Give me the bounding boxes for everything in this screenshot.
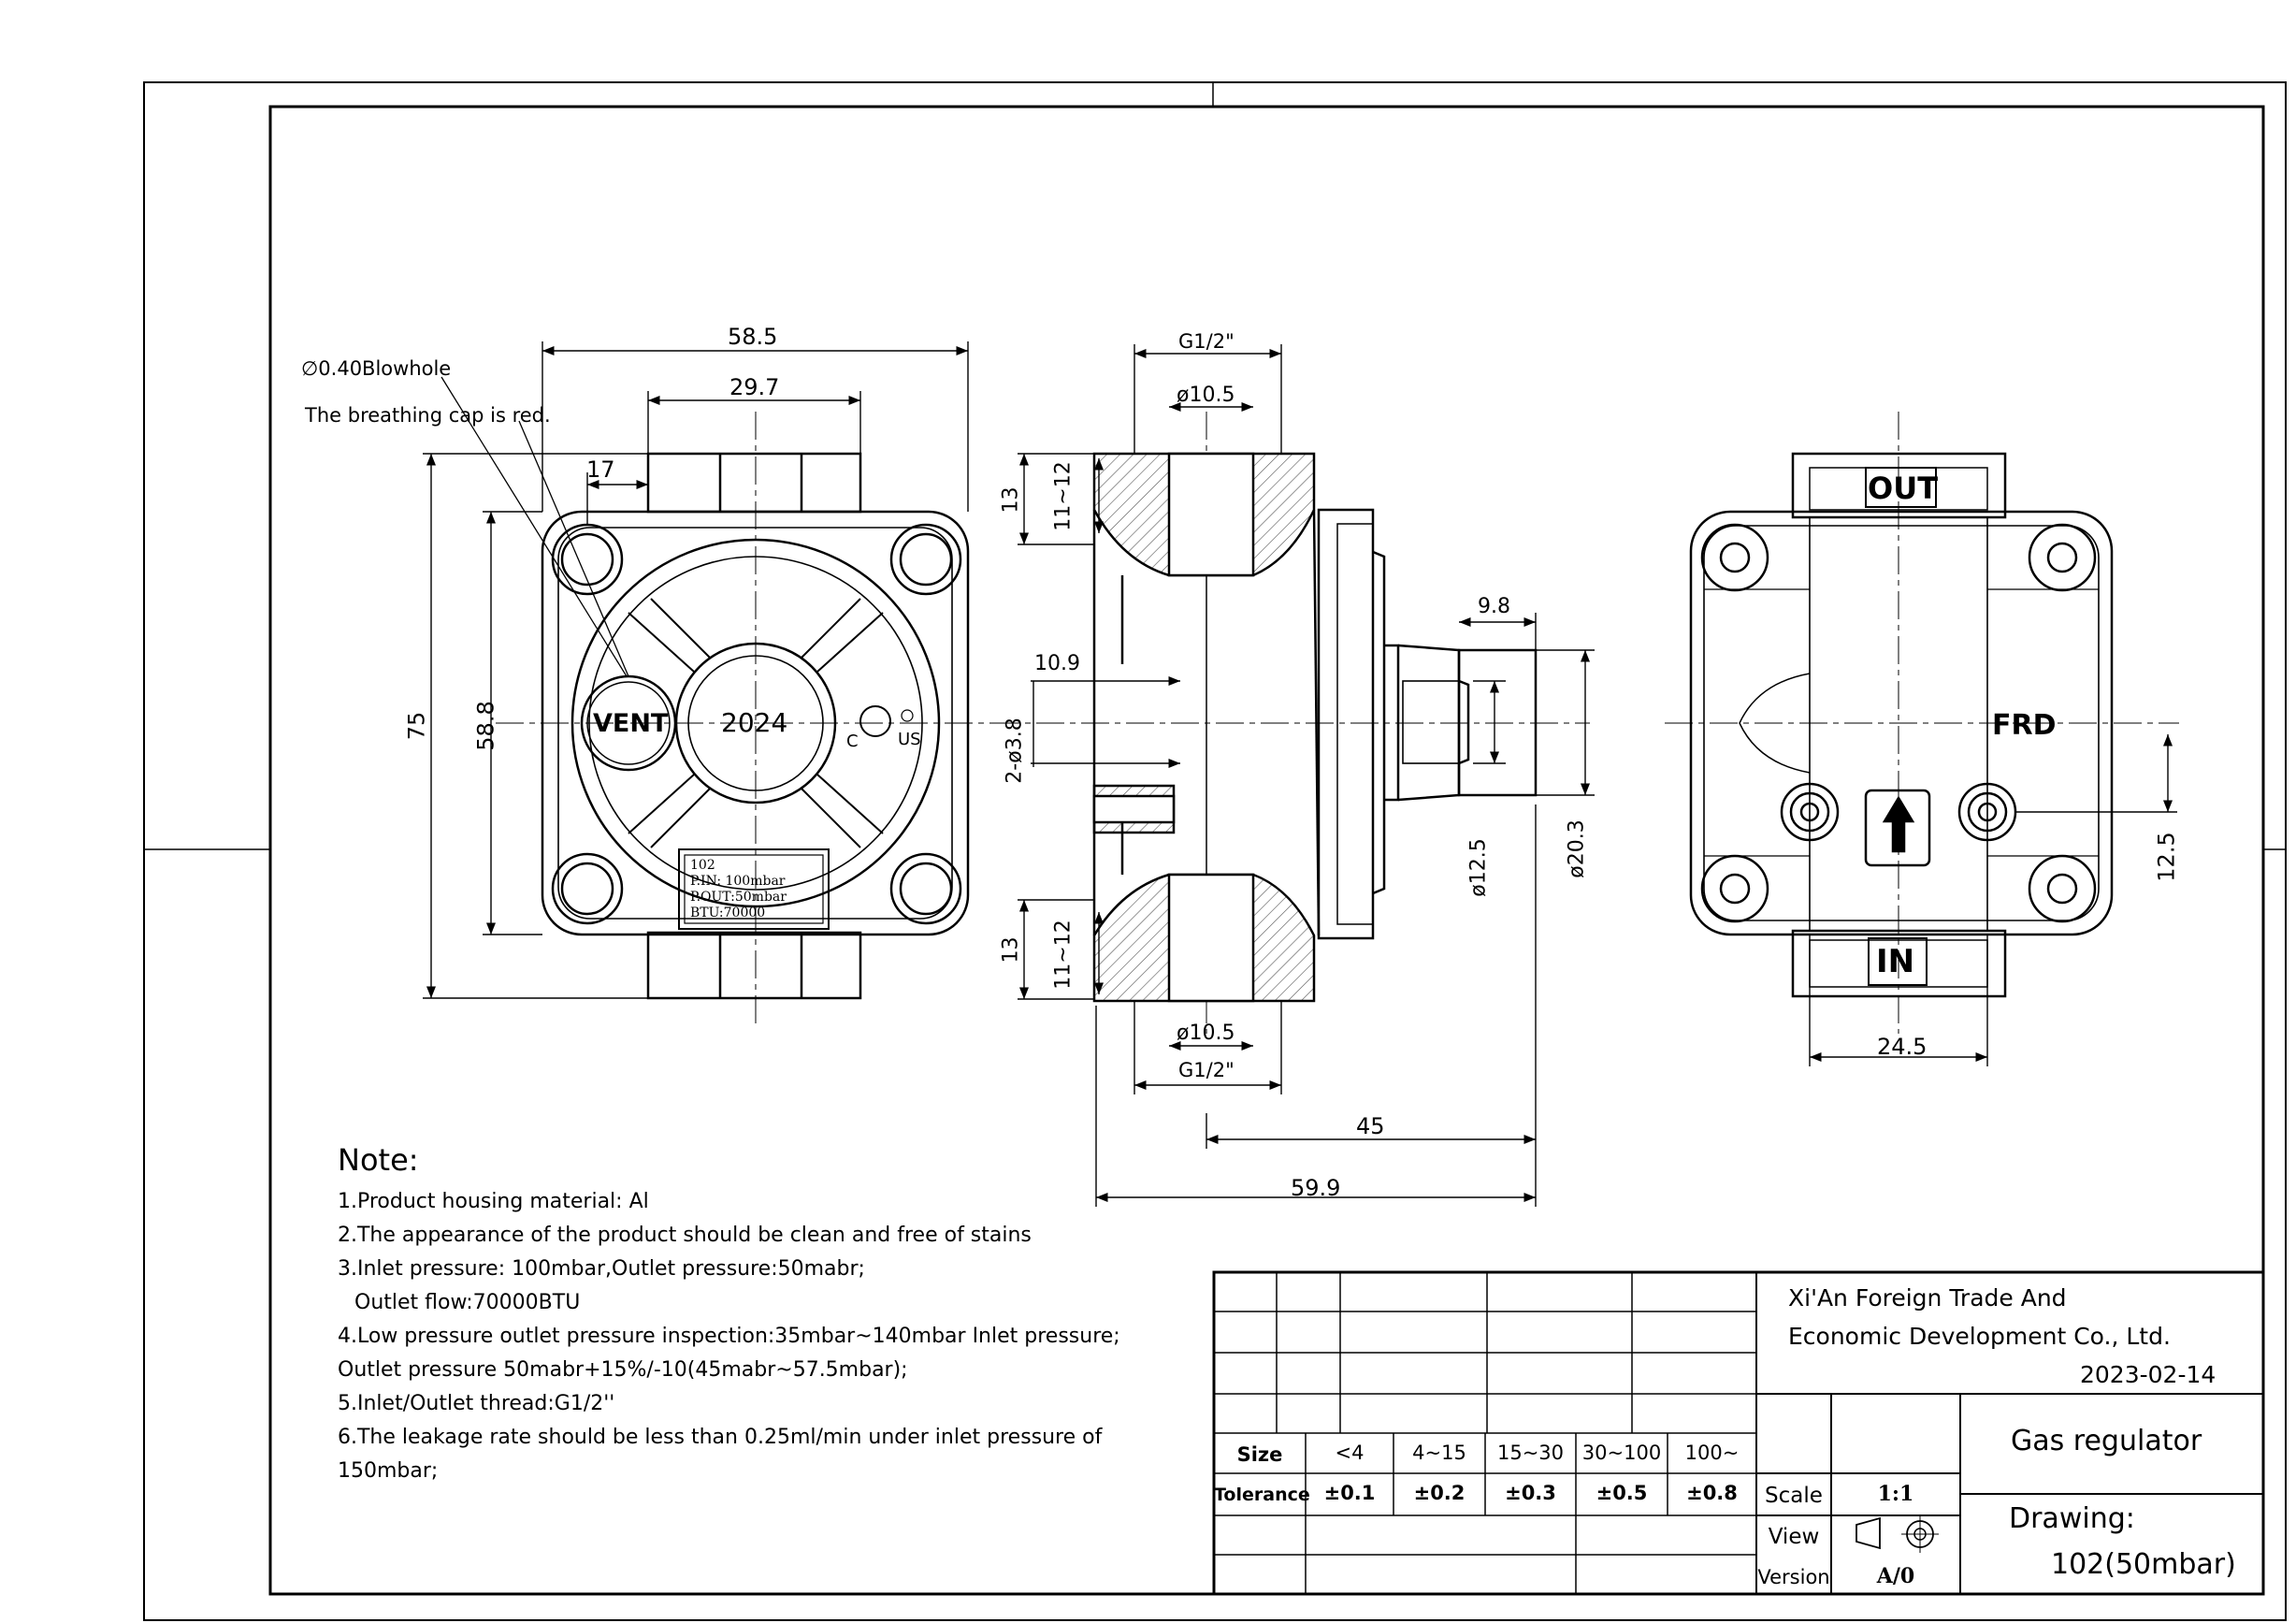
size-label: Size	[1236, 1443, 1283, 1466]
front-dimensions	[423, 341, 969, 999]
version-label: Version	[1757, 1566, 1830, 1588]
note-line: Outlet pressure 50mabr+15%/-10(45mabr~57…	[338, 1358, 908, 1382]
note-line: 150mbar;	[338, 1459, 439, 1483]
in-label: IN	[1876, 943, 1915, 980]
dim-inner-width: 29.7	[729, 374, 780, 400]
tolerance-value: ±0.1	[1323, 1482, 1376, 1504]
part-name: Gas regulator	[2011, 1425, 2202, 1457]
dim-port-height: 12.5	[2153, 832, 2180, 882]
tolerance-value: ±0.2	[1413, 1482, 1466, 1504]
dim-thread-top: G1/2"	[1178, 330, 1235, 353]
nameplate-line: P.OUT:50mbar	[690, 890, 787, 905]
front-view	[440, 376, 1019, 1024]
size-range: 4~15	[1412, 1442, 1466, 1464]
dim-overall-width: 58.5	[728, 324, 778, 350]
nameplate-line: BTU:70000	[690, 906, 766, 920]
drawing-date: 2023-02-14	[2080, 1361, 2217, 1388]
dim-length-total: 59.9	[1291, 1175, 1341, 1201]
dim-depth-a-bottom: 13	[999, 936, 1023, 964]
side-dimensions	[1018, 344, 1595, 1207]
size-range: 15~30	[1496, 1442, 1565, 1464]
dim-bore-top: ø10.5	[1177, 384, 1235, 407]
tolerance-value: ±0.3	[1505, 1482, 1556, 1504]
dim-hole-pitch: 58.8	[472, 701, 499, 751]
view-label: View	[1768, 1525, 1820, 1549]
callout-breathing-cap: The breathing cap is red.	[305, 404, 551, 427]
cert-us: US	[898, 730, 921, 749]
dim-depth-b-top: 11~12	[1051, 461, 1076, 531]
note-line: 5.Inlet/Outlet thread:G1/2''	[338, 1392, 615, 1415]
note-line: 4.Low pressure outlet pressure inspectio…	[338, 1325, 1120, 1348]
size-range: 100~	[1684, 1442, 1740, 1464]
version-value: A/0	[1876, 1564, 1915, 1588]
vent-label: VENT	[593, 709, 669, 738]
note-line: 1.Product housing material: Al	[338, 1190, 649, 1213]
company-line1: Xi'An Foreign Trade And	[1788, 1284, 2067, 1311]
note-line: 6.The leakage rate should be less than 0…	[338, 1426, 1103, 1449]
dim-vent-holes: 2-ø3.8	[1003, 717, 1027, 784]
dim-body-dia: ø20.3	[1565, 819, 1589, 878]
dim-vent-offset: 10.9	[1034, 652, 1080, 675]
size-range: 30~100	[1581, 1442, 1662, 1464]
drawing-label: Drawing:	[2009, 1502, 2135, 1535]
dim-boss-dia: ø12.5	[1466, 838, 1491, 897]
frd-label: FRD	[1992, 709, 2057, 742]
nameplate: 102 P.IN: 100mbar P.OUT:50mbar BTU:70000	[690, 858, 787, 921]
drawing-number: 102(50mbar)	[2051, 1548, 2236, 1581]
dim-port-spacing: 24.5	[1877, 1034, 1928, 1060]
dim-overall-height: 75	[403, 711, 430, 741]
notes-title: Note:	[338, 1142, 419, 1178]
note-line: 3.Inlet pressure: 100mbar,Outlet pressur…	[338, 1257, 865, 1281]
side-view	[991, 412, 1590, 1034]
size-range: <4	[1335, 1442, 1365, 1464]
dim-depth-a-top: 13	[999, 486, 1023, 514]
tolerance-value: ±0.5	[1596, 1482, 1648, 1504]
dim-thread-bottom: G1/2"	[1178, 1059, 1235, 1081]
nameplate-line: 102	[690, 858, 715, 873]
dim-bore-bottom: ø10.5	[1177, 1022, 1235, 1045]
dim-length-45: 45	[1356, 1113, 1385, 1139]
nameplate-line: P.IN: 100mbar	[690, 874, 786, 889]
title-block-grid	[1212, 1270, 2265, 1596]
out-label: OUT	[1868, 471, 1939, 506]
scale-value: 1:1	[1877, 1482, 1914, 1506]
note-line: Outlet flow:70000BTU	[354, 1291, 581, 1314]
back-view	[1665, 412, 2179, 1034]
callout-blowhole: ∅0.40Blowhole	[301, 357, 452, 380]
company-line2: Economic Development Co., Ltd.	[1788, 1323, 2171, 1350]
note-line: 2.The appearance of the product should b…	[338, 1224, 1032, 1247]
center-cap-label: 2024	[721, 707, 788, 738]
dim-boss-length: 9.8	[1478, 595, 1510, 618]
scale-label: Scale	[1765, 1484, 1823, 1508]
tolerance-label: Tolerance	[1214, 1485, 1310, 1505]
tolerance-value: ±0.8	[1686, 1482, 1738, 1504]
back-dimensions	[1809, 734, 2177, 1066]
dim-offset: 17	[586, 456, 615, 483]
cert-c: C	[846, 732, 859, 751]
dim-depth-b-bottom: 11~12	[1051, 920, 1076, 990]
